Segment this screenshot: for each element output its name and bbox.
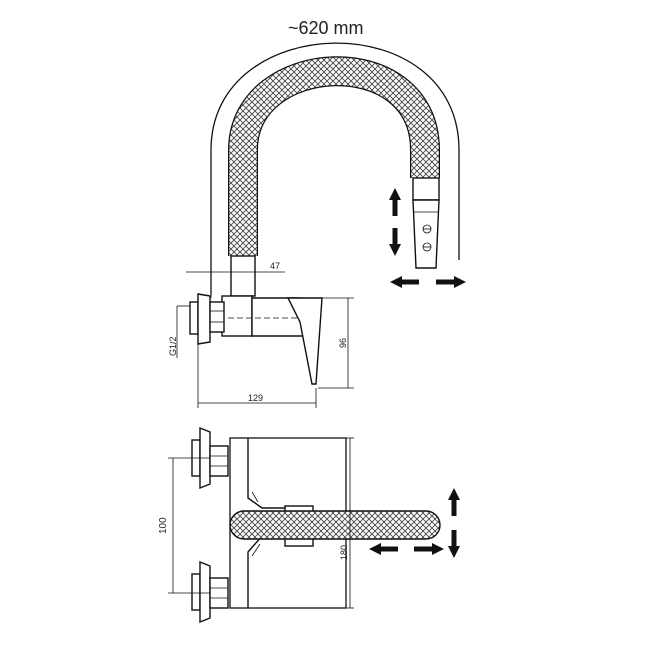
spout-width-label: 47 [270, 261, 280, 271]
move-left-right-arrows-icon [369, 543, 444, 555]
spout-outer-contour [210, 42, 460, 295]
move-up-down-arrows-icon [389, 188, 401, 256]
thread-label: G1/2 [168, 336, 178, 356]
total-height-label: 180 [339, 545, 349, 560]
move-up-down-arrows-icon [448, 488, 460, 558]
dimension-lines [176, 268, 354, 408]
braided-hose-front [229, 510, 441, 540]
front-view [168, 426, 460, 624]
lower-wall-connector [191, 560, 229, 624]
spray-head [412, 177, 440, 269]
lever-handle [286, 297, 323, 385]
move-left-right-arrows-icon [390, 276, 466, 288]
mixer-body [221, 295, 323, 385]
hose-base-sleeve [230, 255, 256, 297]
hose-length-label: ~620 mm [288, 18, 364, 38]
wall-connector [189, 293, 225, 345]
depth-label: 129 [248, 393, 263, 403]
braided-hose [228, 56, 440, 256]
spacing-label: 100 [158, 517, 169, 534]
front-dimension-lines [168, 437, 354, 609]
body-height-label: 96 [338, 338, 348, 348]
side-view [176, 42, 466, 408]
